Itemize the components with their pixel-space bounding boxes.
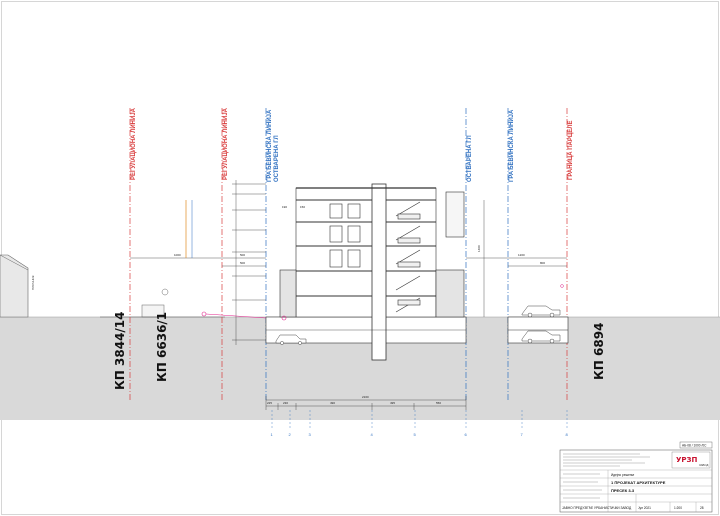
grid-axis-3: 3 [309, 432, 312, 437]
date-text: Јул 2021 [638, 506, 651, 510]
neighbour-roof-line [0, 254, 29, 271]
scale-text: 1:200 [674, 506, 682, 510]
achieved-line-1-label: ОСТВАРЕНА ГЛ [274, 135, 280, 182]
dim-left-span: 1000 [174, 253, 181, 257]
regulation-line-2-label: РЕГУЛАЦИОНА ЛИНИЈА [223, 107, 229, 180]
grid-axis-4: 4 [371, 432, 374, 437]
magenta-marker-icon-2 [281, 315, 287, 321]
dim-seg4: 495 [390, 401, 395, 405]
building-section [265, 183, 467, 361]
dim-left-d: 150 [300, 205, 305, 209]
grid-axis-7: 7 [521, 432, 524, 437]
car-icon-3 [521, 330, 561, 344]
masonry-base-right [435, 269, 465, 318]
dim-seg5: 550 [436, 401, 441, 405]
parcel-border-label: ГРАНИЦА ПАРЦЕЛЕ [568, 121, 574, 180]
stair-core [371, 183, 387, 361]
project-type: 1 ПРОЈЕКАТ АРХИТЕКТУРЕ [611, 480, 666, 485]
dim-height: 1400 [477, 245, 481, 252]
car-icon-2 [521, 305, 561, 318]
parcel-label-6636: КП 6636/1 [155, 312, 169, 382]
dim-left-b: 500 [240, 261, 245, 265]
dim-seg3: 490 [330, 401, 335, 405]
dim-right-span: 1200 [518, 253, 525, 257]
building-shell [295, 187, 437, 318]
ref-code: АБ-08 / 1000 /0С [682, 444, 707, 448]
dim-seg2: 230 [283, 401, 288, 405]
regulation-line-1: РЕГУЛАЦИОНА ЛИНИЈА [129, 107, 137, 400]
parcel-border-line: ГРАНИЦА ПАРЦЕЛЕ [566, 108, 574, 400]
dim-left-c: 190 [282, 205, 287, 209]
pink-marker-icon [560, 284, 564, 288]
dim-right-a: 800 [540, 261, 545, 265]
magenta-marker-icon [201, 311, 207, 317]
logo-text: УРЗП [676, 456, 698, 464]
logo [671, 451, 711, 469]
building-line-2-label: ГРАЂЕВИНСКА ЛИНИЈА [509, 109, 515, 182]
parcel-label-3844: КП 3844/14 [113, 311, 127, 390]
org-name: ЈАВНО ПРЕДУЗЕЋЕ УРБАНИСТИЧКИ ЗАВОД [562, 506, 632, 510]
street-label: ПЛОЧНИК [31, 275, 35, 290]
regulation-line-1-label: РЕГУЛАЦИОНА ЛИНИЈА [131, 107, 137, 180]
neighbour-building-left [0, 254, 29, 318]
car-icon [275, 334, 307, 345]
drawing-title: ПРЕСЕК 3-3 [611, 488, 635, 493]
achieved-line-2-label: ОСТВАРЕНА ГЛ [467, 135, 473, 182]
sheet-number: 28 [700, 506, 704, 510]
dim-left-a: 500 [240, 253, 245, 257]
title-block: АБ-08 / 1000 /0С Идејно решење 1 ПРОЈЕКА… [559, 441, 713, 513]
grid-axes [271, 410, 568, 430]
achieved-line-2: ОСТВАРЕНА ГЛ [465, 108, 473, 400]
building-line-1-label: ГРАЂЕВИНСКА ЛИНИЈА [267, 109, 273, 182]
logo-sub: ЗАВОД [699, 463, 708, 467]
bottom-dimension-chain [265, 396, 467, 410]
level-markers [232, 180, 266, 345]
dim-seg1: 225 [267, 401, 272, 405]
grid-axis-1: 1 [271, 432, 274, 437]
building-line-1: ГРАЂЕВИНСКА ЛИНИЈА ОСТВАРЕНА ГЛ [265, 108, 280, 400]
masonry-base-left [279, 269, 297, 318]
horizontal-dimension-guides [130, 200, 567, 317]
grid-axis-8: 8 [566, 432, 569, 437]
dim-total: 2160 [362, 395, 369, 399]
grid-axis-5: 5 [414, 432, 417, 437]
magenta-guide [205, 313, 267, 319]
building-line-2: ГРАЂЕВИНСКА ЛИНИЈА [507, 108, 515, 400]
subject-text: Идејно решење [611, 473, 635, 477]
tree-icon [161, 288, 169, 296]
grid-axis-2: 2 [289, 432, 292, 437]
ref-code-box [679, 441, 713, 449]
parcel-label-6894: КП 6894 [592, 323, 606, 380]
grid-axis-6: 6 [465, 432, 468, 437]
regulation-line-2: РЕГУЛАЦИОНА ЛИНИЈА [221, 107, 229, 400]
